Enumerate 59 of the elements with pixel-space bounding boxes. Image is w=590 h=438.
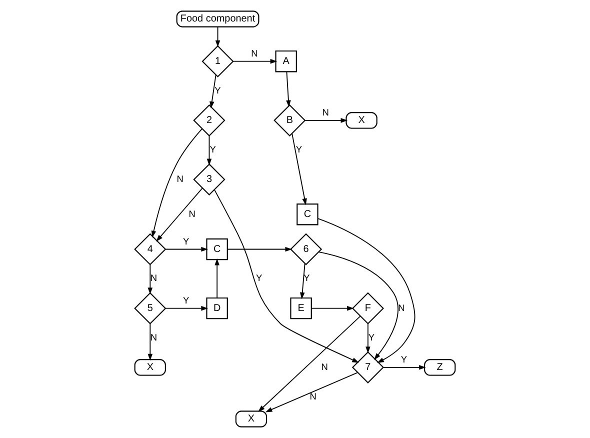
arrow <box>292 132 307 206</box>
arrow <box>318 218 416 363</box>
arrow <box>318 251 399 360</box>
edge-label: Y <box>214 85 221 96</box>
arrow <box>210 74 216 108</box>
edge-label: N <box>321 362 328 372</box>
edge-label: Y <box>183 296 190 306</box>
arrow <box>206 136 212 166</box>
edge-label: N <box>322 108 329 118</box>
arrow <box>214 189 360 363</box>
edge-label: N <box>398 302 405 313</box>
edge-label: Y <box>183 236 190 247</box>
node-diamond: B <box>274 104 306 136</box>
node-box: A <box>275 50 297 72</box>
edge-label: Y <box>368 332 375 342</box>
arrow <box>165 306 208 311</box>
arrow <box>304 118 348 123</box>
node-diamond: 3 <box>193 163 226 196</box>
arrow <box>165 246 208 252</box>
arrow <box>300 263 306 300</box>
arrow <box>148 323 153 361</box>
edge-label: N <box>251 48 258 59</box>
arrow <box>265 372 358 412</box>
node-diamond: 1 <box>202 45 234 78</box>
edge-label: N <box>188 208 196 219</box>
arrow <box>366 323 370 354</box>
edge-label: Y <box>256 273 262 284</box>
node-diamond: F <box>352 292 384 324</box>
node-box: X <box>235 410 268 428</box>
node-box: C <box>206 238 228 260</box>
node-box: X <box>346 112 378 129</box>
node-box: X <box>134 359 166 376</box>
arrow <box>286 71 291 108</box>
arrow <box>148 264 153 294</box>
arrow <box>311 306 354 311</box>
arrow <box>232 58 278 64</box>
node-box: Food component <box>176 10 260 28</box>
edge-label: N <box>310 391 316 402</box>
edge-label: N <box>150 273 158 284</box>
edge-label: Y <box>400 354 407 365</box>
edge-label: Y <box>304 273 310 284</box>
node-diamond: 6 <box>290 233 322 266</box>
arrow <box>215 26 220 48</box>
arrow <box>258 316 361 412</box>
edge-label: N <box>150 332 158 342</box>
node-box: Z <box>424 359 456 376</box>
arrow <box>151 128 202 238</box>
edge-label: Y <box>296 144 302 154</box>
node-box: E <box>290 297 312 320</box>
arrow <box>227 246 292 252</box>
arrow <box>214 258 220 298</box>
node-box: C <box>296 204 318 226</box>
node-diamond: 2 <box>193 104 226 136</box>
edge-label: Y <box>210 144 216 154</box>
arrow <box>383 365 426 370</box>
node-diamond: 5 <box>134 292 166 324</box>
arrow <box>156 188 203 242</box>
edge-label: N <box>176 174 184 184</box>
node-box: D <box>206 297 228 320</box>
